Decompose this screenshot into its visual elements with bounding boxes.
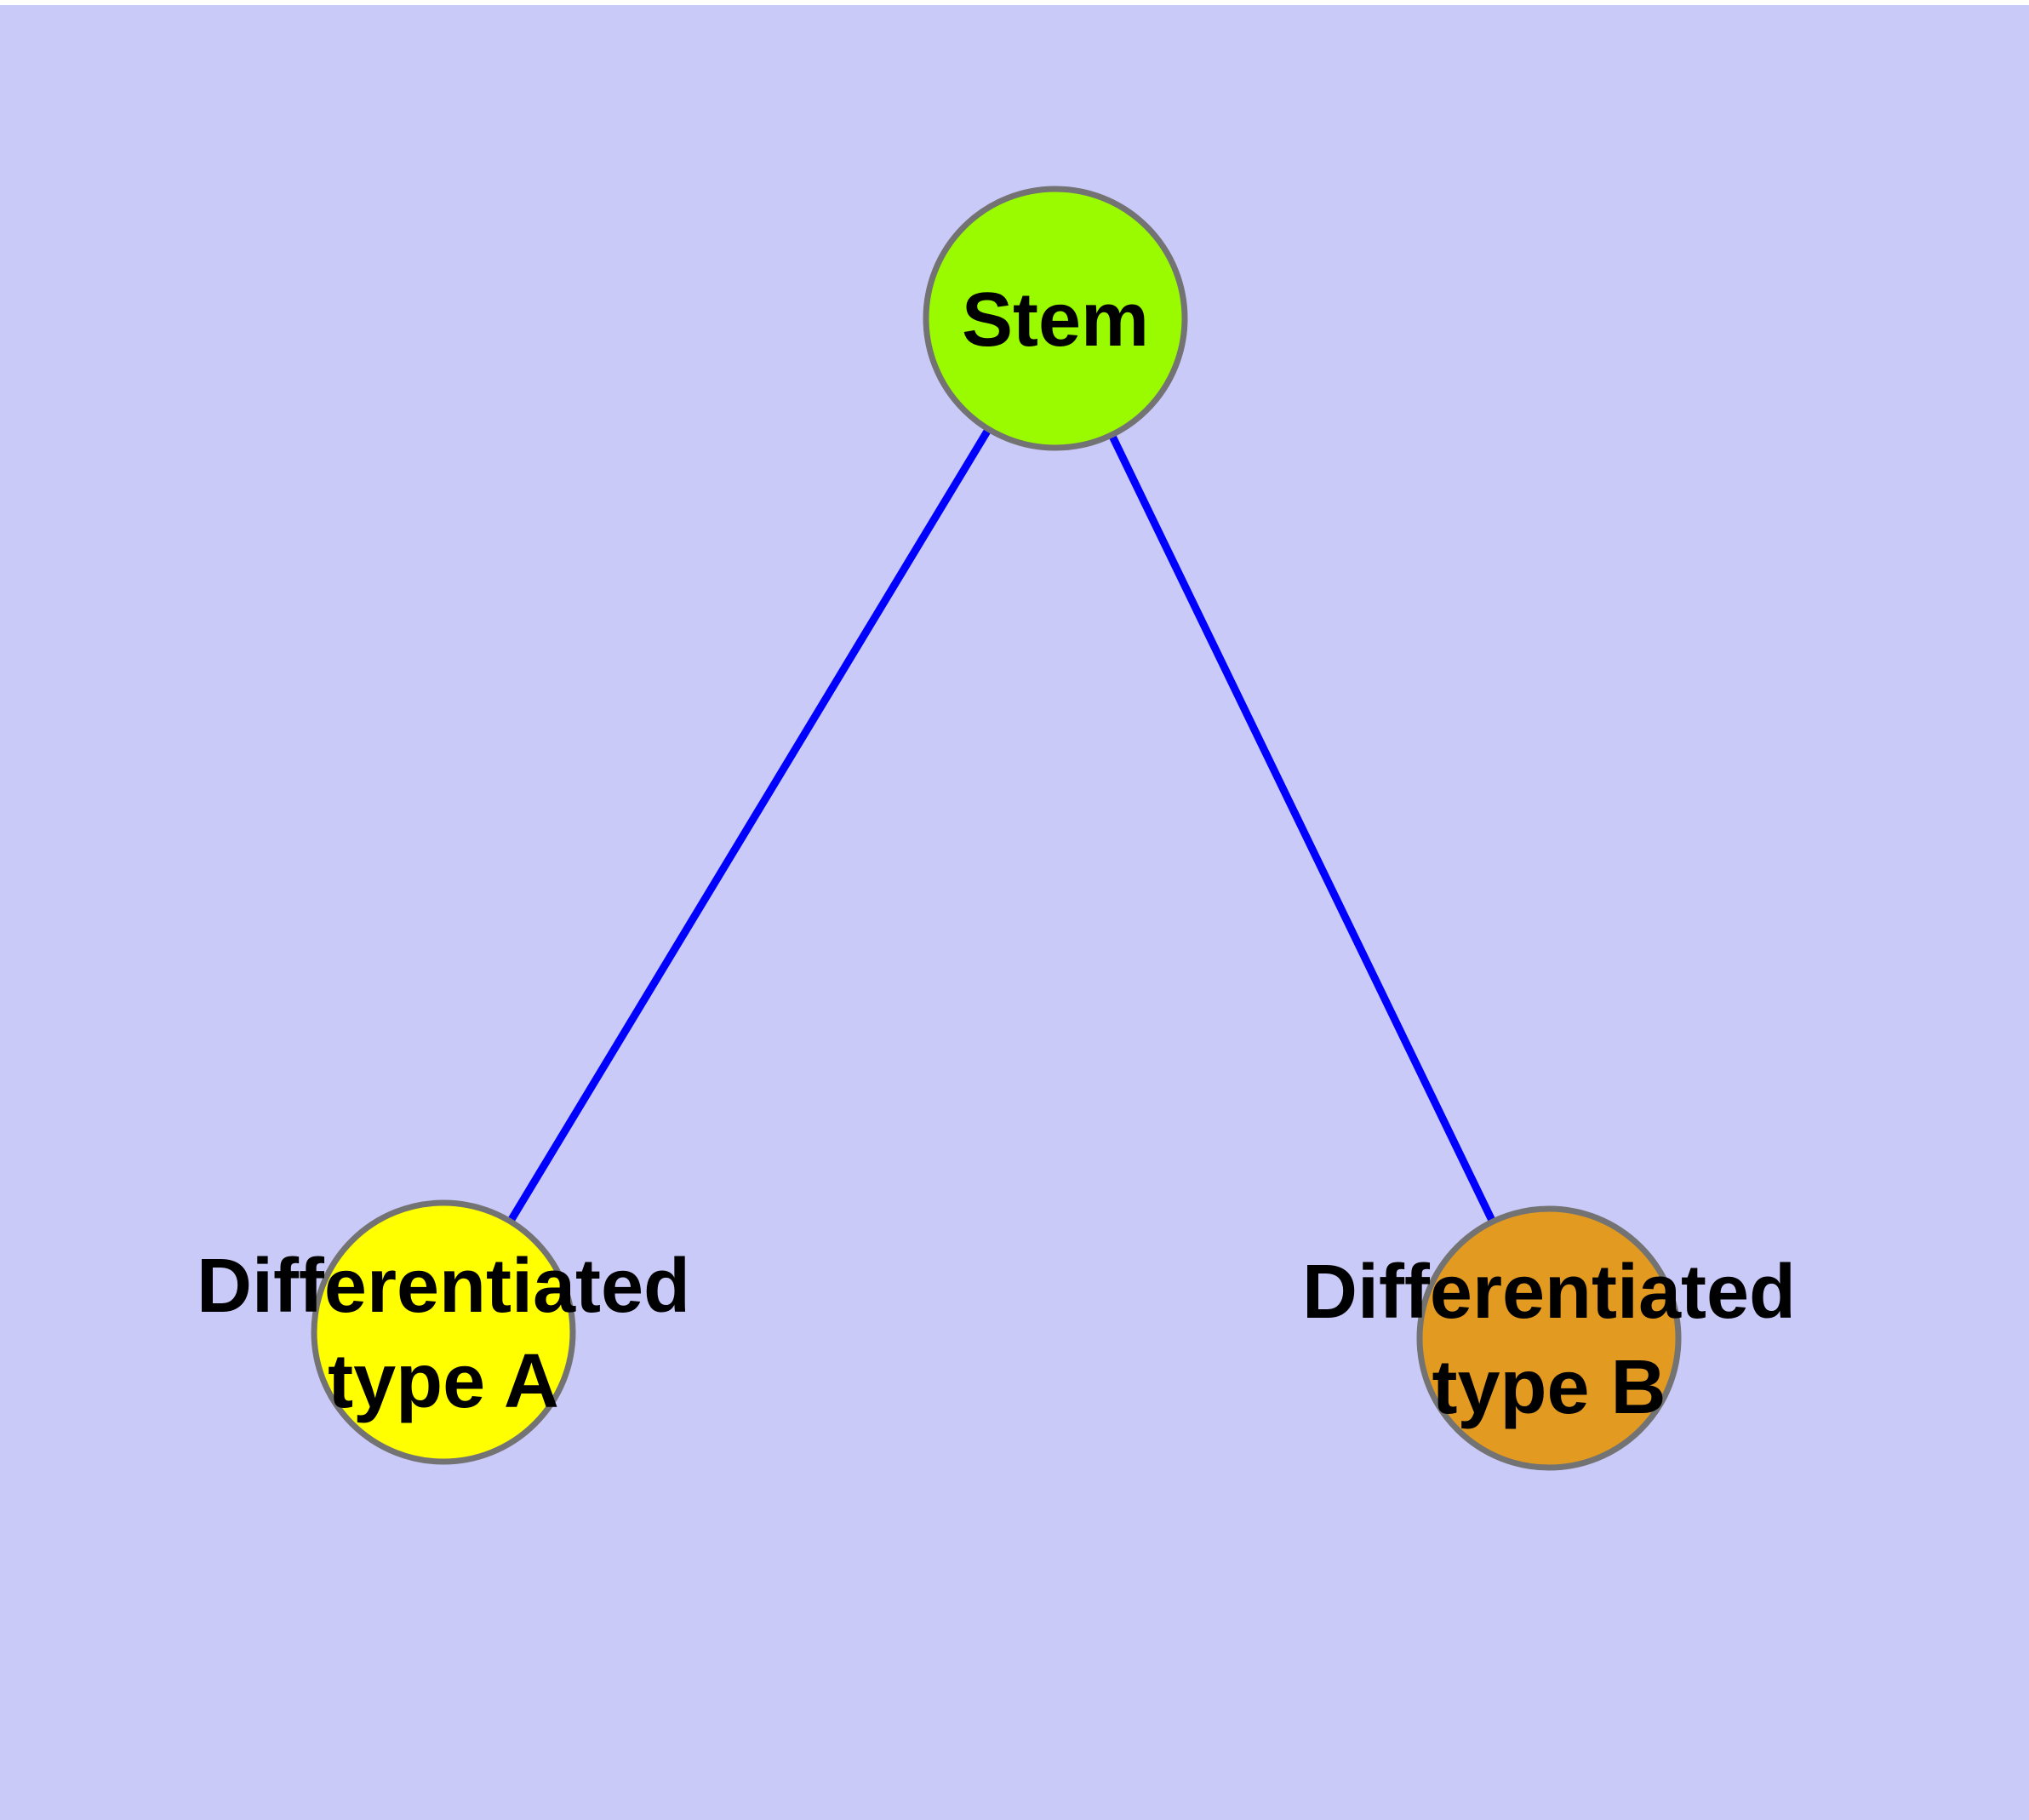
node-differentiated-type-a-label-line2: type A [328, 1339, 559, 1424]
node-stem: Stem [923, 186, 1188, 451]
top-margin [0, 0, 2029, 5]
node-differentiated-type-a: Differentiated type A [197, 1199, 690, 1465]
node-stem-label: Stem [962, 278, 1149, 363]
node-differentiated-type-b-label-line2: type B [1432, 1345, 1666, 1430]
node-differentiated-type-b: Differentiated type B [1302, 1205, 1796, 1471]
node-differentiated-type-b-label-line1: Differentiated [1302, 1250, 1796, 1335]
node-differentiated-type-a-circle [311, 1199, 576, 1465]
node-stem-circle [923, 186, 1188, 451]
node-differentiated-type-b-circle [1416, 1205, 1682, 1471]
edge-stem-to-type-b [1051, 317, 1553, 1340]
node-differentiated-type-a-label-line1: Differentiated [197, 1244, 690, 1329]
edge-stem-to-type-a [440, 316, 1059, 1335]
